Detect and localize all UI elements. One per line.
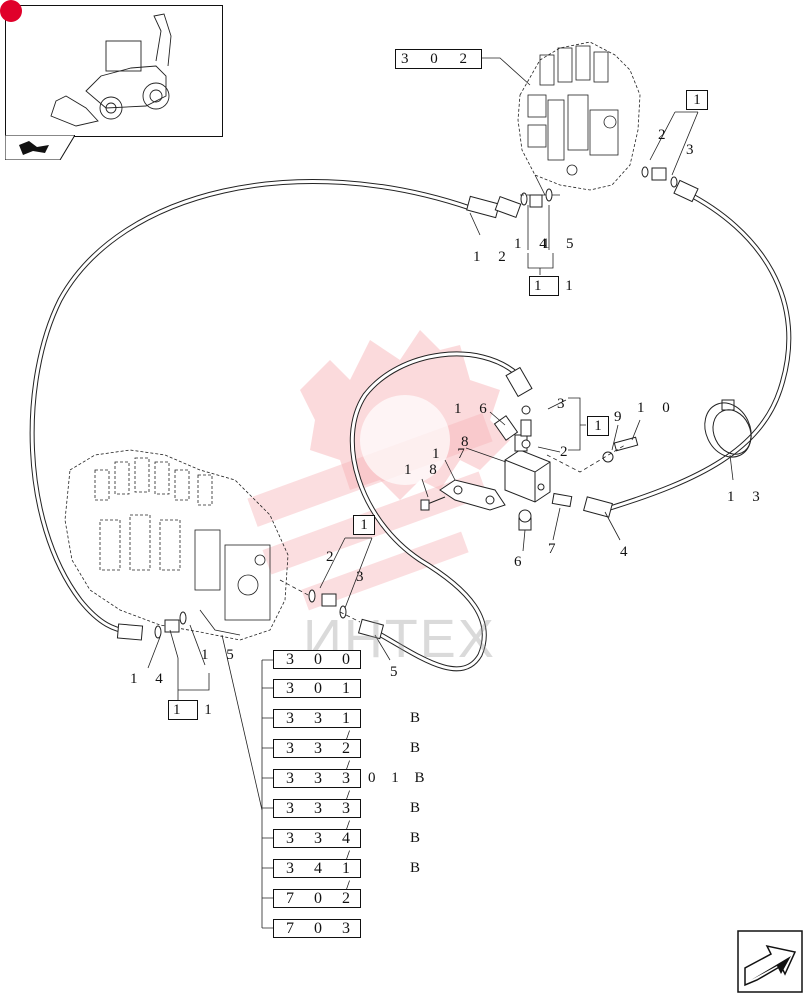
callout-6: 6 — [514, 554, 529, 570]
callout-13: 1 3 — [727, 489, 767, 505]
callout-9: 9 — [614, 409, 629, 425]
callout-3-mid: 3 — [557, 396, 572, 412]
reference-suffix: B — [410, 860, 427, 876]
reference-suffix: B — [410, 710, 427, 726]
reference-box[interactable]: 3 0 0 — [273, 650, 361, 669]
reference-suffix: 0 1 B — [368, 770, 431, 786]
callout-3-low: 3 — [356, 569, 371, 585]
hoses — [29, 178, 792, 672]
red-indicator-dot — [0, 0, 22, 22]
reference-box[interactable]: 7 0 2 — [273, 889, 361, 908]
callout-2-low: 2 — [326, 549, 341, 565]
hose-clamp — [704, 399, 752, 458]
reference-suffix: B — [410, 740, 427, 756]
reference-box[interactable]: 7 0 3 — [273, 919, 361, 938]
reference-box[interactable]: 3 4 1 / — [273, 859, 361, 895]
reference-suffix: B — [410, 830, 427, 846]
callout-12: 1 2 — [473, 249, 513, 265]
callout-14-top: 1 4 — [514, 236, 554, 252]
leader-lines — [147, 57, 734, 929]
callout-1-low[interactable]: 1 — [353, 515, 375, 535]
control-valve-lower — [64, 449, 289, 641]
callout-1-top2: 1 — [542, 236, 557, 252]
backhoe-thumbnail[interactable] — [0, 0, 223, 137]
reference-box[interactable]: 3 3 3 / — [273, 769, 361, 805]
callout-11-low[interactable]: 1 1 — [168, 700, 212, 720]
callout-3-top: 3 — [686, 142, 701, 158]
center-block — [420, 405, 639, 531]
callout-16: 1 6 — [454, 401, 494, 417]
callout-11-top[interactable]: 1 1 — [529, 276, 573, 296]
callout-14-low: 1 4 — [130, 671, 170, 687]
callout-17: 1 7 — [432, 446, 472, 462]
callout-15-low: 1 5 — [201, 647, 241, 663]
reference-box[interactable]: 3 3 2 / — [273, 739, 361, 775]
next-page-arrow-icon[interactable] — [737, 930, 803, 993]
callout-18: 1 8 — [404, 462, 444, 478]
callout-10: 1 0 — [637, 400, 677, 416]
page-navigation-tab-icon[interactable] — [5, 135, 75, 160]
control-valve-top — [517, 41, 641, 196]
callout-4: 4 — [620, 544, 635, 560]
callout-15-top: 5 — [566, 236, 581, 252]
small-fittings — [154, 166, 678, 639]
reference-suffix: B — [410, 800, 427, 816]
backhoe-loader-icon — [50, 13, 172, 127]
callout-2-top: 2 — [658, 127, 673, 143]
callout-2-mid: 2 — [560, 444, 575, 460]
callout-8: 8 — [461, 434, 476, 450]
callout-7: 7 — [548, 541, 563, 557]
callout-1-top[interactable]: 1 — [686, 90, 708, 110]
reference-box[interactable]: 3 3 3 / — [273, 799, 361, 835]
callout-302[interactable]: 3 0 2 — [395, 49, 482, 69]
reference-box[interactable]: 3 3 1 / — [273, 709, 361, 745]
reference-box[interactable]: 3 0 1 — [273, 679, 361, 698]
callout-5: 5 — [390, 664, 405, 680]
reference-box[interactable]: 3 3 4 / — [273, 829, 361, 865]
callout-1-mid[interactable]: 1 — [587, 416, 609, 436]
